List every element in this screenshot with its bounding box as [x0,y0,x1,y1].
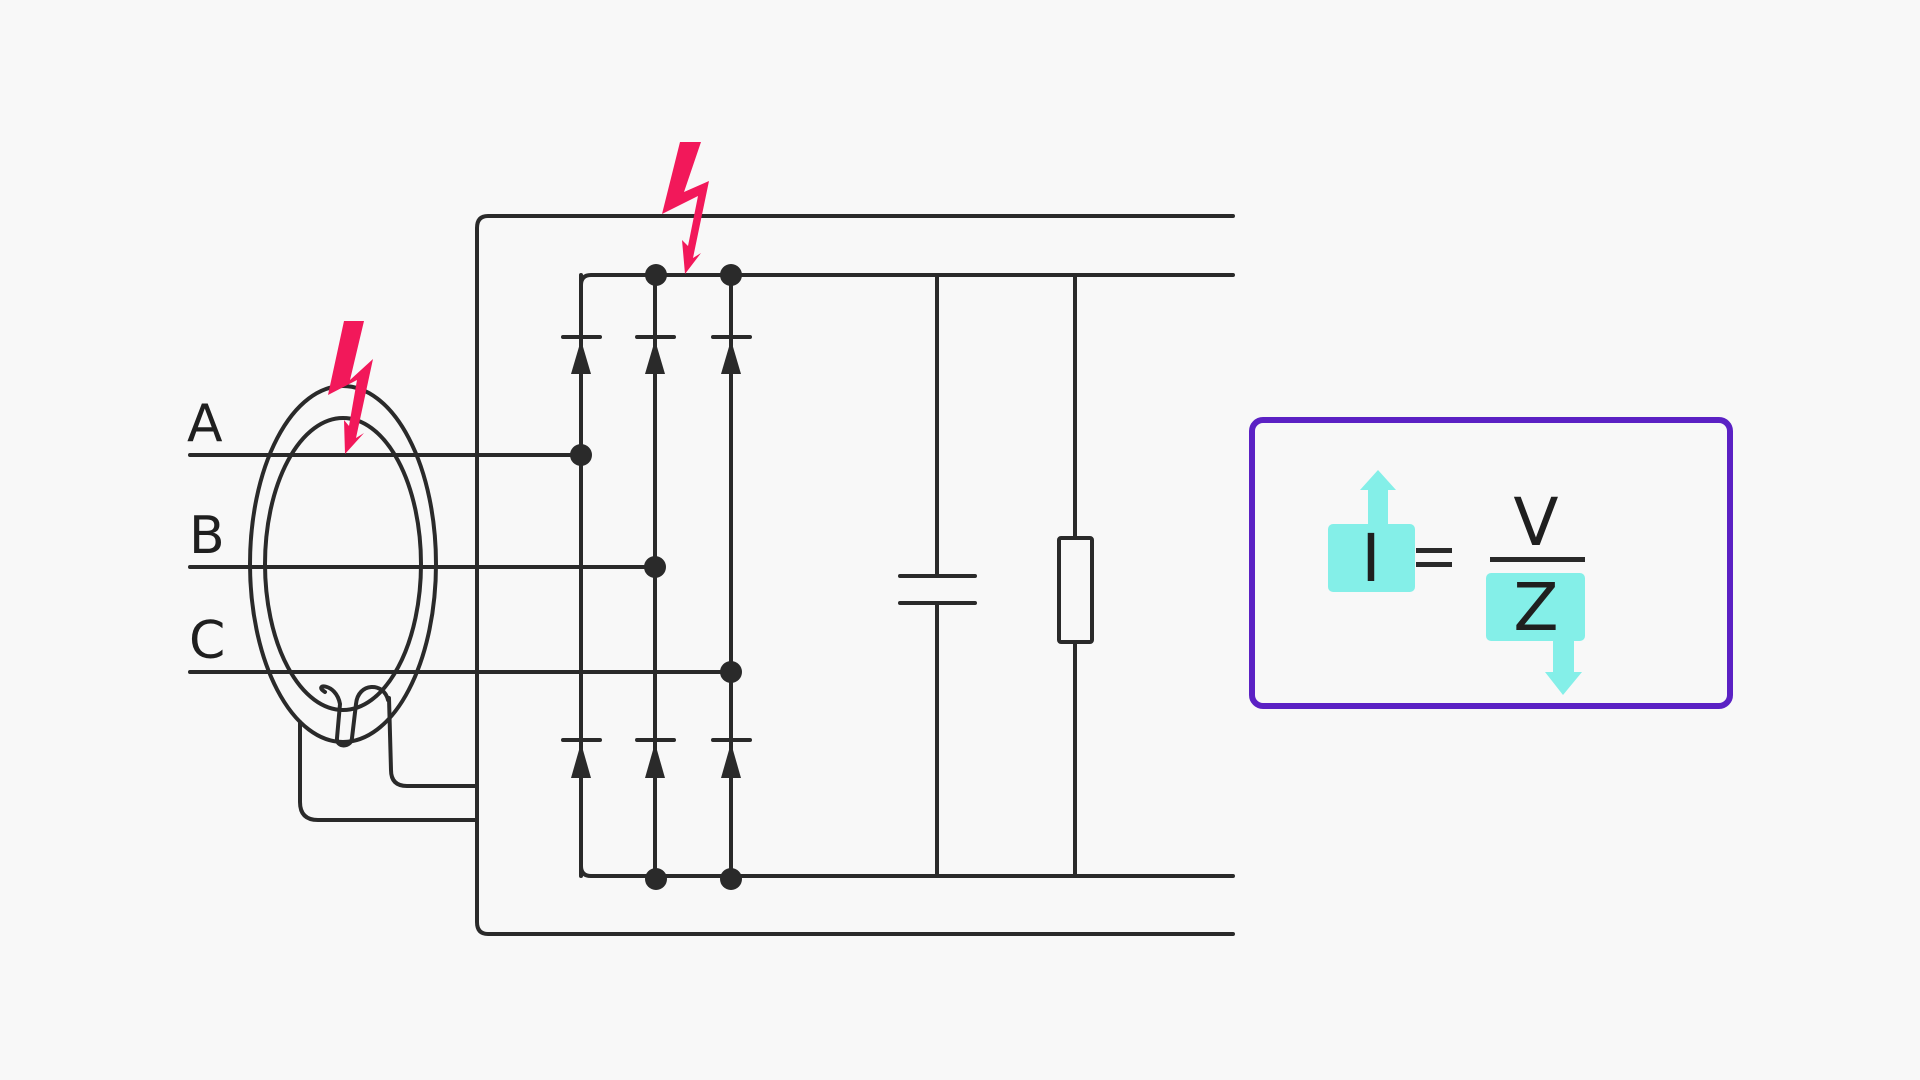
diode-lower-1 [561,738,602,778]
lightning-bolt-icon [662,142,709,274]
diode-upper-3 [711,335,752,374]
impedance-highlight [1486,573,1585,641]
phase-conductors [188,453,733,674]
voltage-symbol: V [1513,484,1558,561]
equals-sign [1416,548,1452,553]
node-phase-b [644,556,666,578]
diode-bridge [561,273,752,878]
diode-upper-1 [561,335,602,374]
diode-lower-3 [711,738,752,778]
ct-secondary-wiring [298,696,478,822]
outer-bus-frame [475,214,1235,936]
phase-b-label: B [189,506,225,566]
formula-frame [1249,417,1733,709]
equals-sign [1416,562,1452,567]
node-bottom-3 [720,868,742,890]
node-phase-a [570,444,592,466]
node-phase-c [720,661,742,683]
formula-panel: I V Z [1249,417,1733,709]
node-top-3 [720,264,742,286]
current-highlight [1328,524,1415,592]
diode-upper-2 [635,335,676,374]
load-resistor [1057,273,1094,878]
node-bottom-2 [645,868,667,890]
ct-outer-ring [248,384,438,744]
junction-nodes [570,264,742,890]
node-top-2 [645,264,667,286]
phase-c-label: C [189,611,225,671]
impedance-symbol: Z [1513,569,1558,646]
ct-inner-ring [263,416,423,712]
lightning-bolt-icon [328,321,373,454]
arrow-up-icon [1360,470,1396,526]
phase-a-label: A [187,394,223,454]
diode-lower-2 [635,738,676,778]
arrow-down-icon [1545,640,1582,695]
ct-secondary-loop [319,684,390,748]
dc-link-capacitor [898,273,977,878]
fraction-bar [1490,557,1585,562]
current-symbol: I [1361,520,1380,597]
